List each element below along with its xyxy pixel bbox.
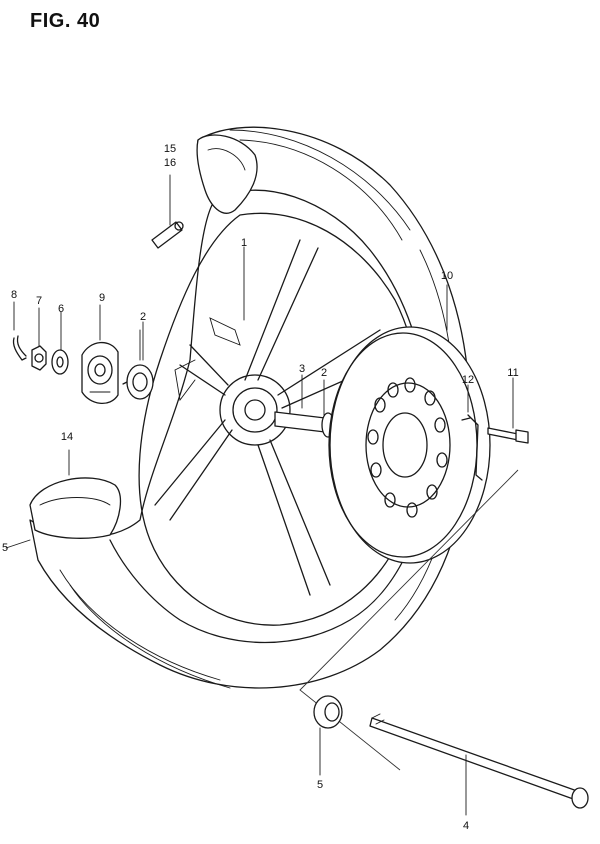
- callout-12: 12: [462, 374, 474, 386]
- callout-9: 9: [99, 292, 105, 304]
- callout-4: 4: [463, 820, 469, 832]
- disc-bolt: [487, 427, 529, 444]
- callout-16: 16: [164, 157, 176, 169]
- leader-lines: [5, 174, 514, 816]
- axle-collar: [313, 695, 343, 729]
- callout-5-bottom: 5: [317, 779, 323, 791]
- assembly-lines: [99, 304, 519, 771]
- callout-1: 1: [241, 237, 247, 249]
- wheel-rim: [138, 212, 423, 626]
- callout-8: 8: [11, 289, 17, 301]
- callout-15: 15: [164, 143, 176, 155]
- figure-title: FIG. 40: [30, 10, 101, 32]
- callout-labels: 15 16 1 8 7 6 9 2 10 3 2 12 11 14 5 5 4: [2, 143, 519, 832]
- gear-box: [81, 341, 119, 404]
- left-bearing: [122, 364, 154, 400]
- tire-valve: [151, 221, 184, 249]
- cotter-pin: [12, 335, 27, 361]
- callout-5-left: 5: [2, 542, 8, 554]
- callout-14: 14: [61, 431, 73, 443]
- axle-shaft: [369, 713, 589, 809]
- axle-nut: [31, 345, 47, 371]
- callout-11: 11: [507, 367, 518, 379]
- callout-2-right: 2: [321, 367, 327, 379]
- lock-washer: [461, 414, 483, 481]
- callout-10: 10: [441, 270, 453, 282]
- brake-disc: [328, 326, 491, 564]
- callout-2-left: 2: [140, 311, 146, 323]
- callout-3: 3: [299, 363, 305, 375]
- callout-6: 6: [58, 303, 64, 315]
- washer: [51, 349, 69, 375]
- callout-7: 7: [36, 295, 42, 307]
